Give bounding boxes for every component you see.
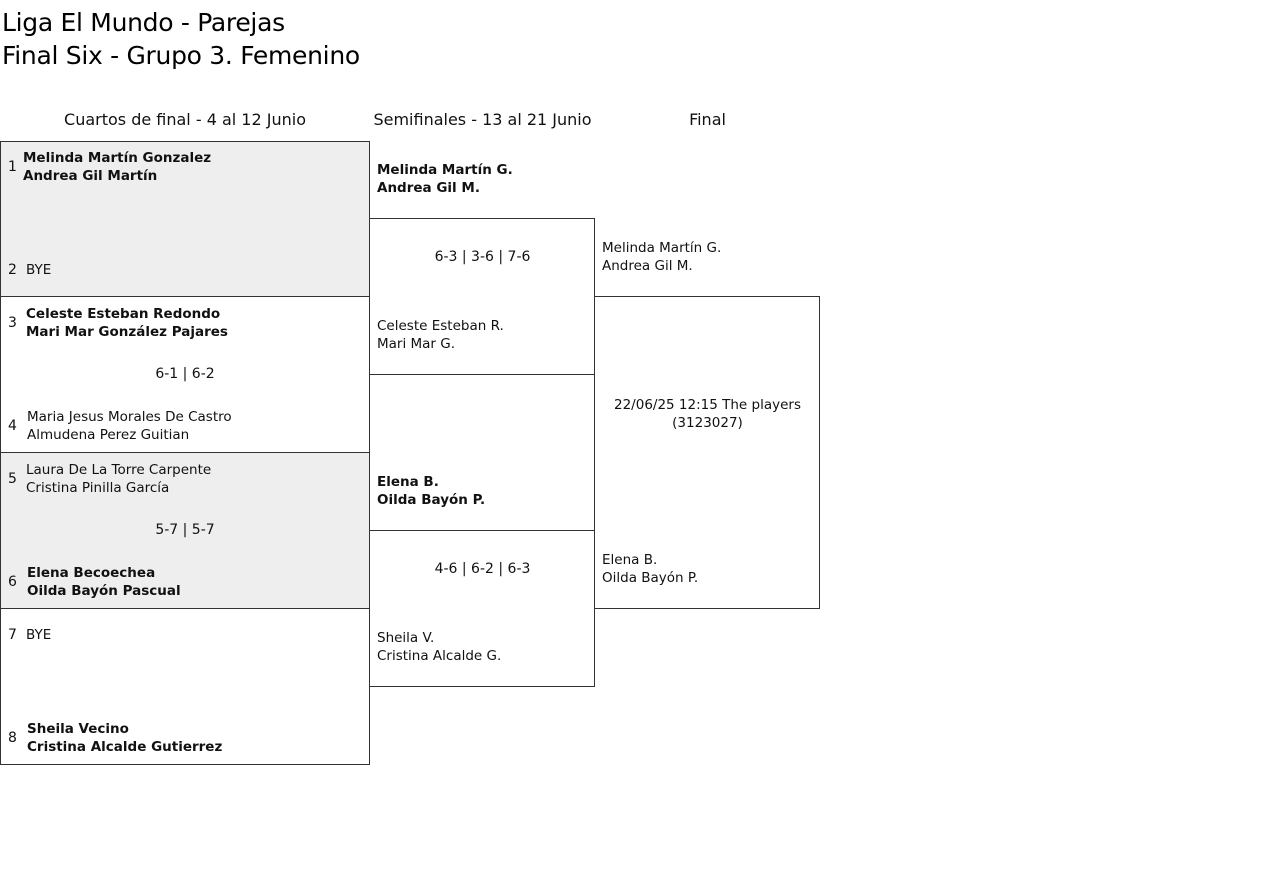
header-quarterfinals: Cuartos de final - 4 al 12 Junio (64, 110, 306, 129)
seed-number: 1 (8, 159, 17, 175)
player-name: Melinda Martín Gonzalez (23, 150, 212, 166)
team-5: Laura De La Torre Carpente Cristina Pini… (26, 461, 211, 497)
player-name: BYE (26, 627, 52, 643)
player-name: Oilda Bayón P. (602, 570, 699, 586)
final-match-info: 22/06/25 12:15 The players (3123027) (595, 396, 820, 432)
player-name: Maria Jesus Morales De Castro (27, 409, 232, 425)
player-name: Mari Mar G. (377, 336, 456, 352)
player-name: Sheila Vecino (27, 721, 129, 737)
player-name: Sheila V. (377, 630, 435, 646)
seed-number: 6 (8, 574, 17, 590)
seed-number: 8 (8, 730, 17, 746)
player-name: Mari Mar González Pajares (26, 324, 228, 340)
semifinal-team: Sheila V. Cristina Alcalde G. (377, 629, 501, 665)
final-match (594, 296, 820, 609)
final-team-bottom: Elena B. Oilda Bayón P. (602, 551, 698, 587)
player-name: Elena Becoechea (27, 565, 156, 581)
player-name: Elena B. (377, 474, 439, 490)
team-1: Melinda Martín Gonzalez Andrea Gil Martí… (23, 149, 211, 185)
seed-number: 3 (8, 315, 17, 331)
semifinal-team: Melinda Martín G. Andrea Gil M. (377, 161, 513, 197)
team-8: Sheila Vecino Cristina Alcalde Gutierrez (27, 720, 222, 756)
match-score: 4-6 | 6-2 | 6-3 (434, 561, 531, 577)
team-7: BYE (26, 626, 51, 644)
quarterfinal-match-3 (0, 452, 370, 609)
team-4: Maria Jesus Morales De Castro Almudena P… (27, 408, 232, 444)
final-team-top: Melinda Martín G. Andrea Gil M. (602, 239, 721, 275)
player-name: Oilda Bayón P. (377, 492, 486, 508)
match-score: 5-7 | 5-7 (155, 522, 215, 538)
player-name: Andrea Gil M. (602, 258, 693, 274)
team-2: BYE (26, 261, 51, 279)
seed-number: 4 (8, 418, 17, 434)
header-semifinals: Semifinales - 13 al 21 Junio (373, 110, 592, 129)
player-name: Cristina Pinilla García (26, 480, 170, 496)
final-schedule: 22/06/25 12:15 The players (614, 397, 801, 413)
title-line-1: Liga El Mundo - Parejas (2, 8, 285, 37)
header-final: Final (689, 110, 726, 129)
seed-number: 2 (8, 262, 17, 278)
player-name: Cristina Alcalde G. (377, 648, 502, 664)
match-score: 6-3 | 3-6 | 7-6 (434, 249, 531, 265)
player-name: Melinda Martín G. (377, 162, 513, 178)
player-name: Almudena Perez Guitian (27, 427, 190, 443)
title-line-2: Final Six - Grupo 3. Femenino (2, 41, 360, 70)
player-name: Oilda Bayón Pascual (27, 583, 181, 599)
player-name: BYE (26, 262, 52, 278)
seed-number: 7 (8, 627, 17, 643)
player-name: Andrea Gil Martín (23, 168, 158, 184)
semifinal-team: Elena B. Oilda Bayón P. (377, 473, 485, 509)
team-6: Elena Becoechea Oilda Bayón Pascual (27, 564, 181, 600)
team-3: Celeste Esteban Redondo Mari Mar Gonzále… (26, 305, 228, 341)
player-name: Elena B. (602, 552, 658, 568)
seed-number: 5 (8, 471, 17, 487)
player-name: Celeste Esteban R. (377, 318, 504, 334)
player-name: Andrea Gil M. (377, 180, 480, 196)
semifinal-team: Celeste Esteban R. Mari Mar G. (377, 317, 504, 353)
player-name: Celeste Esteban Redondo (26, 306, 221, 322)
final-match-id: (3123027) (672, 415, 743, 431)
player-name: Melinda Martín G. (602, 240, 722, 256)
player-name: Laura De La Torre Carpente (26, 462, 212, 478)
player-name: Cristina Alcalde Gutierrez (27, 739, 223, 755)
match-score: 6-1 | 6-2 (155, 366, 215, 382)
quarterfinal-match-1 (0, 141, 370, 297)
